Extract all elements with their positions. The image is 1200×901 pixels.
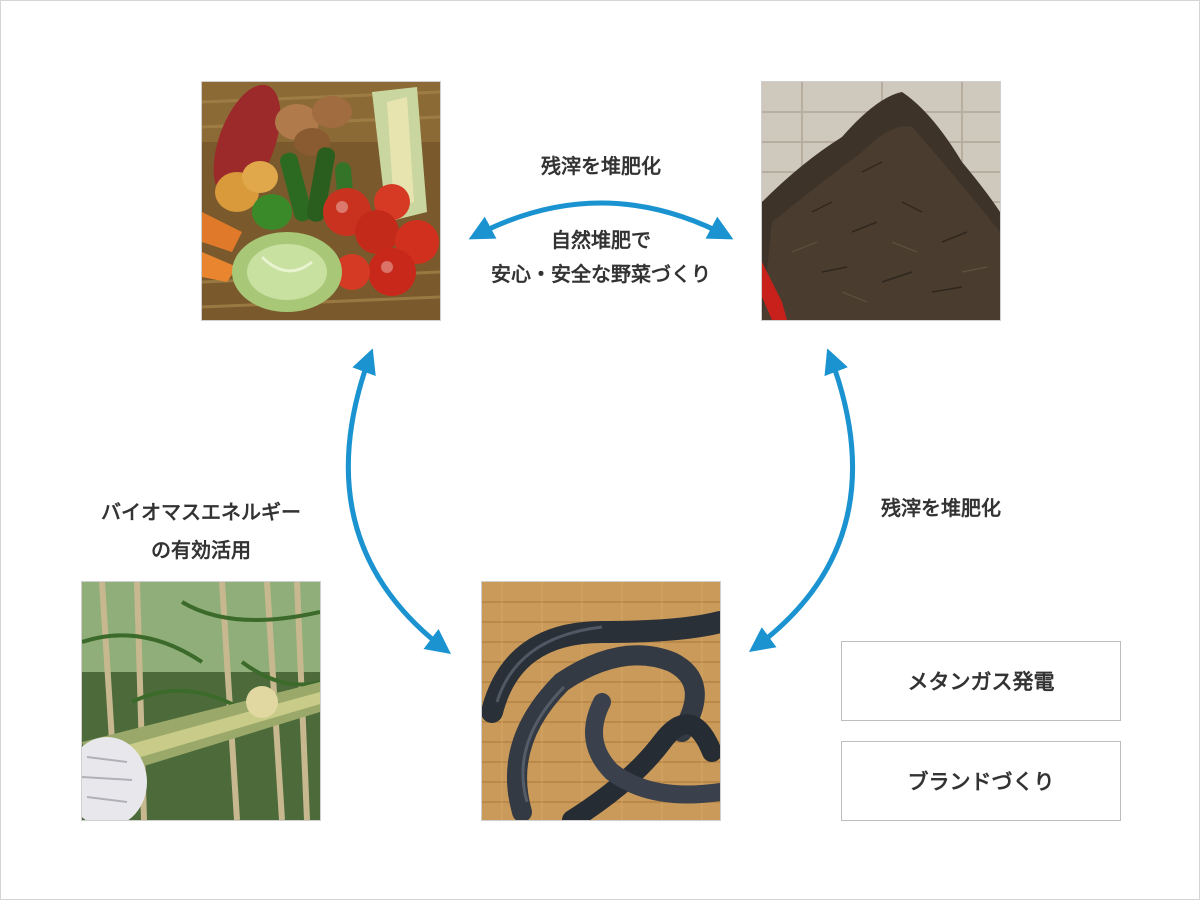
center-label-line2: 安心・安全な野菜づくり [491,262,711,286]
left-label-line1: バイオマスエネルギー [101,500,301,524]
arrow-right [748,348,856,652]
eels-photo [481,581,721,821]
methane-power-box: メタンガス発電 [841,641,1121,721]
right-arrow-label: 残滓を堆肥化 [881,496,1001,520]
compost-image [762,82,1000,320]
top-arrow-label: 残滓を堆肥化 [541,154,661,178]
arrow-left [345,348,451,655]
branding-box: ブランドづくり [841,741,1121,821]
eels-image [482,582,720,820]
sugarcane-photo [81,581,321,821]
vegetables-image [202,82,440,320]
left-label-line2: の有効活用 [151,538,251,562]
sugarcane-image [82,582,320,820]
center-label-line1: 自然堆肥で [551,228,651,252]
vegetables-photo [201,81,441,321]
compost-photo [761,81,1001,321]
